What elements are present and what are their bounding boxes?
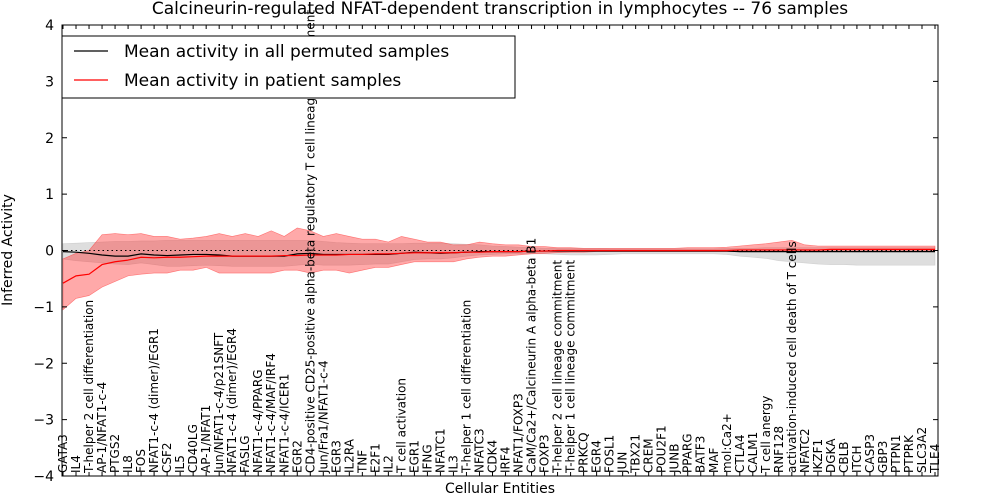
y-tick-label: 0 xyxy=(45,244,54,260)
x-tick-label: SLC3A2 xyxy=(915,427,929,473)
x-tick-label: PTPRK xyxy=(902,434,916,473)
x-tick-label: NFAT1-c-4 (dimer)/EGR4 xyxy=(225,328,239,473)
x-tick-label: BATF3 xyxy=(694,436,708,473)
x-tick-label: T cell activation xyxy=(394,378,408,474)
y-tick-label: −1 xyxy=(33,300,54,316)
x-tick-label: AP-1/NFAT1-c-4 xyxy=(95,382,109,473)
x-axis-label: Cellular Entities xyxy=(445,481,555,497)
x-tick-label: NFATC2 xyxy=(798,428,812,473)
x-tick-label: MAF xyxy=(707,447,721,473)
x-tick-label: CaM/Ca2+/Calcineurin A alpha-beta B1 xyxy=(525,238,539,473)
x-tick-label: NFAT1-c-4/ICER1 xyxy=(277,374,291,473)
x-tick-label: CBLB xyxy=(837,441,851,473)
x-tick-label: GATA3 xyxy=(56,434,70,473)
x-tick-label: T-helper 2 cell lineage commitment xyxy=(551,260,565,474)
x-tick-label: E2F1 xyxy=(368,443,382,473)
legend-label-permuted: Mean activity in all permuted samples xyxy=(124,42,449,62)
x-tick-label: PTPN1 xyxy=(889,435,903,473)
chart-title: Calcineurin-regulated NFAT-dependent tra… xyxy=(152,0,848,19)
x-tick-label: IL4 xyxy=(69,455,83,473)
legend-label-patient: Mean activity in patient samples xyxy=(124,71,401,91)
x-tick-label: FOSL1 xyxy=(603,435,617,473)
y-tick-label: −4 xyxy=(33,469,54,485)
x-tick-label: POU2F1 xyxy=(655,425,669,473)
x-tick-label: EGR2 xyxy=(290,440,304,473)
x-tick-label: NFATC1 xyxy=(433,428,447,473)
x-tick-label: IL5 xyxy=(173,455,187,473)
x-tick-label: activation-induced cell death of T cells xyxy=(785,241,799,473)
y-tick-label: −2 xyxy=(33,356,54,372)
x-tick-label: TNF xyxy=(355,450,369,474)
x-tick-label: CTLA4 xyxy=(733,434,747,473)
x-tick-label: CASP3 xyxy=(863,434,877,473)
x-tick-label: JUNB xyxy=(668,443,682,474)
x-tick-label: PTGS2 xyxy=(108,434,122,473)
x-tick-label: T-helper 1 cell lineage commitment xyxy=(564,260,578,474)
x-tick-label: DGKA xyxy=(824,438,838,473)
x-tick-label: EGR3 xyxy=(329,440,343,473)
x-tick-label: NFAT1-c-4 (dimer)/EGR1 xyxy=(147,328,161,473)
x-tick-label: ITCH xyxy=(850,445,864,473)
y-tick-label: −3 xyxy=(33,413,54,429)
x-tick-label: IL2 xyxy=(381,455,395,473)
y-axis-label: Inferred Activity xyxy=(0,194,16,306)
x-tick-label: IL2RA xyxy=(342,438,356,473)
x-tick-label: NFAT1/FOXP3 xyxy=(512,393,526,473)
x-tick-label: TBX21 xyxy=(629,434,643,474)
x-tick-label: CDK4 xyxy=(485,440,499,473)
y-tick-label: 3 xyxy=(45,74,54,90)
x-tick-label: EGR1 xyxy=(407,440,421,473)
x-tick-label: CALM1 xyxy=(746,432,760,473)
x-tick-label: CD4-positive CD25-positive alpha-beta re… xyxy=(303,10,317,473)
x-tick-label: CSF2 xyxy=(160,442,174,473)
y-tick-label: 2 xyxy=(45,131,54,147)
x-tick-label: Jun/Fra1/NFAT1-c-4 xyxy=(316,360,330,474)
legend: Mean activity in all permuted samples Me… xyxy=(61,35,516,99)
x-tick-label: TLE4 xyxy=(928,444,942,474)
x-tick-label: T-helper 2 cell differentiation xyxy=(82,300,96,474)
x-tick-label: FOXP3 xyxy=(538,434,552,473)
y-tick-label: 4 xyxy=(45,18,54,34)
x-tick-label: IL3 xyxy=(446,455,460,473)
band-series-1 xyxy=(62,227,936,311)
legend-box xyxy=(61,35,516,99)
x-tick-label: JUN xyxy=(616,452,630,474)
x-tick-label: NFAT1-c-4/PPARG xyxy=(251,369,265,473)
x-tick-label: FASLG xyxy=(238,435,252,473)
x-tick-label: T cell anergy xyxy=(759,396,773,474)
x-tick-label: IKZF1 xyxy=(811,439,825,473)
x-tick-label: NFAT1-c-4/MAF/IRF4 xyxy=(264,353,278,473)
x-tick-label: PPARG xyxy=(681,433,695,473)
x-tick-label: AP-1/NFAT1 xyxy=(199,405,213,473)
x-tick-label: PRKCQ xyxy=(577,432,591,473)
x-tick-label: EGR4 xyxy=(590,440,604,473)
y-tick-label: 1 xyxy=(45,187,54,203)
plot-area xyxy=(62,227,938,311)
x-tick-label: mol:Ca2+ xyxy=(720,413,734,473)
series-line-1 xyxy=(62,248,935,284)
x-tick-label: IFNG xyxy=(420,444,434,473)
x-tick-label: IL8 xyxy=(121,455,135,473)
x-tick-label: FOS xyxy=(134,449,148,473)
x-tick-label: RNF128 xyxy=(772,426,786,473)
x-tick-label: CREM xyxy=(642,438,656,473)
x-tick-label: CD40LG xyxy=(186,424,200,473)
x-tick-label: NFATC3 xyxy=(472,428,486,473)
x-tick-label: IRF4 xyxy=(499,447,513,473)
x-tick-label: Jun/NFAT1-c-4/p21SNFT xyxy=(212,332,226,474)
band-series-0 xyxy=(62,240,936,267)
x-tick-label: T-helper 1 cell differentiation xyxy=(459,300,473,474)
x-tick-label: GBP3 xyxy=(876,441,890,473)
